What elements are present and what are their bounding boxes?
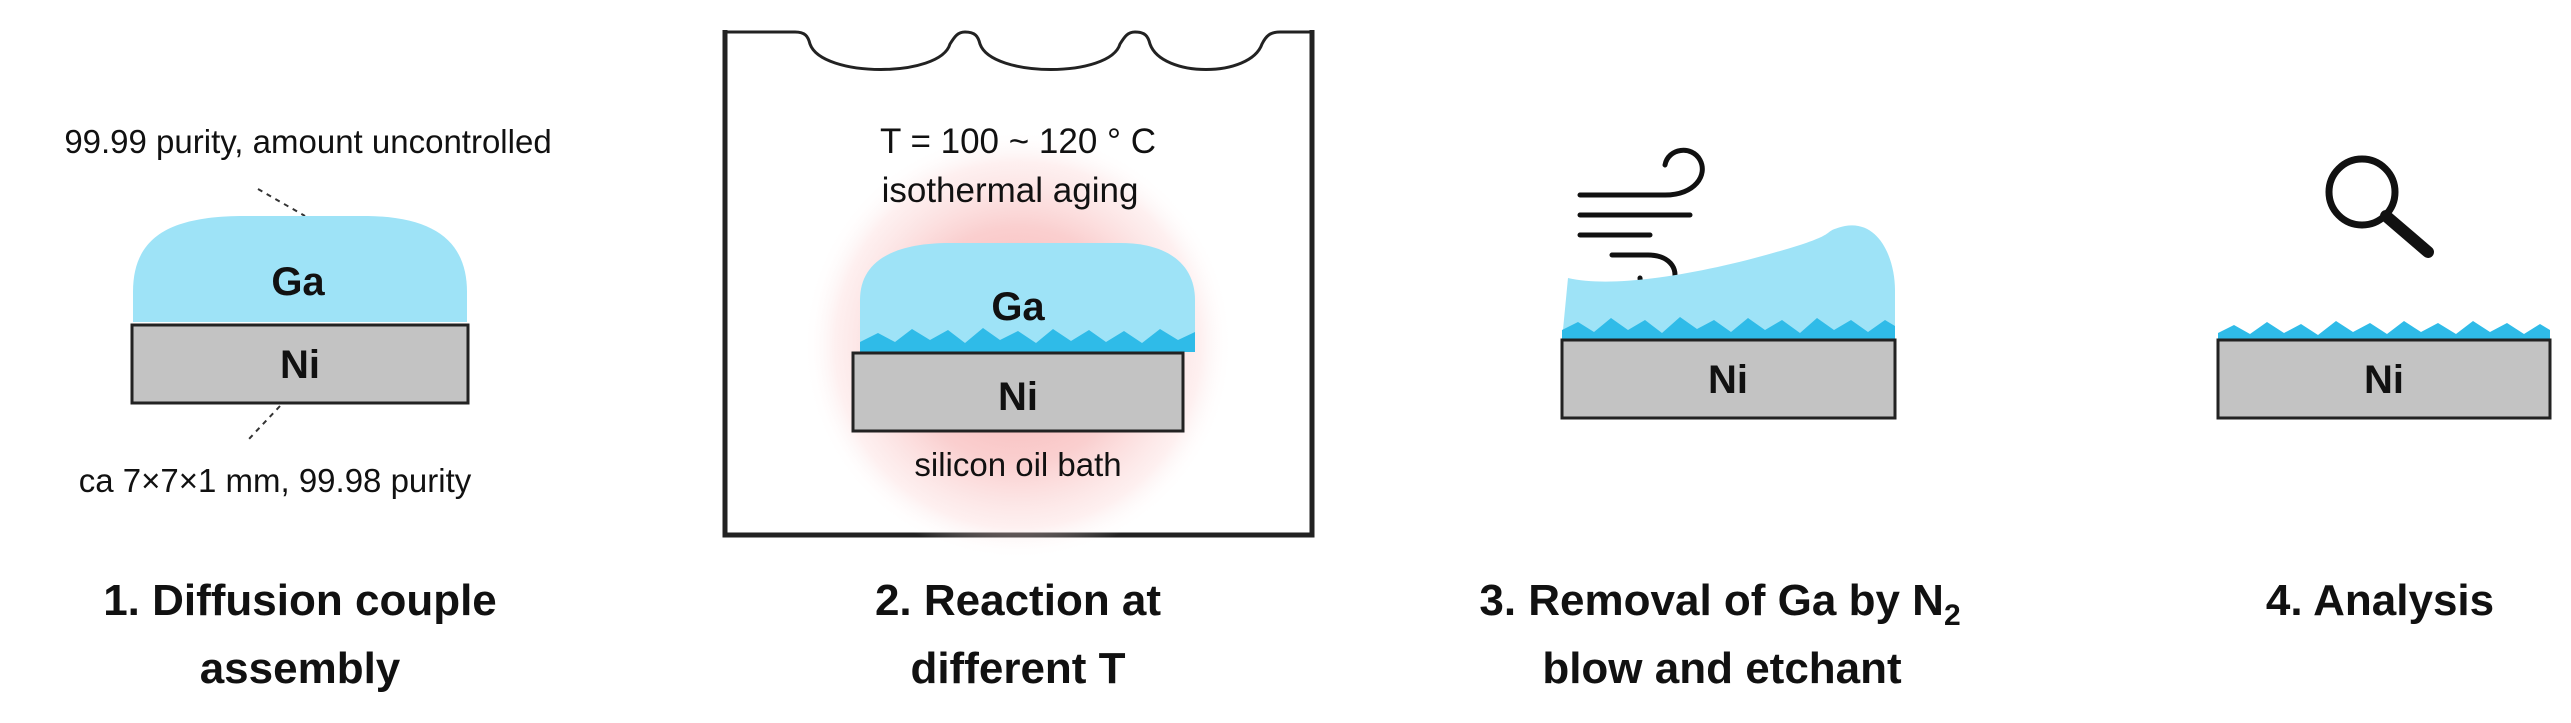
magnifier-icon [2325,155,2434,258]
step4-ni-label: Ni [2364,358,2404,402]
step1-note-top-leader [257,188,306,217]
step1-nickel-substrate [130,323,470,405]
step3-caption-line1: 3. Removal of Ga by N2 [1479,576,1960,632]
step2-nickel-substrate [851,351,1185,433]
step4-reaction-layer [2218,321,2550,340]
step3-ni-label: Ni [1708,358,1748,402]
step4-nickel-substrate [2216,338,2552,420]
step1-ni-label: Ni [280,343,320,387]
step3-caption-line2: blow and etchant [1542,644,1902,693]
step1-note-bottom: ca 7×7×1 mm, 99.98 purity [79,462,472,499]
step3-caption-prefix: 3. Removal of Ga by N [1479,576,1944,625]
step1-note-bottom-leader [247,405,281,441]
step4-caption-line1: 4. Analysis [2266,576,2494,625]
wind-icon [1577,148,1705,296]
step2-reaction-layer [860,328,1195,352]
step1-note-top: 99.99 purity, amount uncontrolled [64,123,551,160]
step2-reaction: T = 100 ~ 120 ° C isothermal aging Ga Ni… [722,30,1315,693]
step3-caption-subscript: 2 [1944,599,1961,632]
step1-ga-label: Ga [271,260,325,304]
step1-caption-line1: 1. Diffusion couple [103,576,497,625]
step2-process: isothermal aging [882,171,1139,210]
step1-diffusion-couple: 99.99 purity, amount uncontrolled Ga Ni … [64,123,551,693]
step3-nickel-substrate [1560,338,1897,420]
step2-bath-label: silicon oil bath [914,446,1121,483]
step3-reaction-layer [1562,317,1895,340]
step2-caption-line2: different T [910,644,1125,693]
step2-bath-surface [727,30,1310,71]
step2-ni-label: Ni [998,375,1038,419]
step2-caption-line1: 2. Reaction at [875,576,1161,625]
step1-caption-line2: assembly [200,644,401,693]
step3-residual-gallium [1562,225,1895,340]
step1-gallium-droplet [133,216,467,322]
step2-gallium-droplet [860,243,1195,350]
step4-analysis: Ni 4. Analysis [2216,155,2552,625]
step3-removal: Ni 3. Removal of Ga by N2 blow and etcha… [1479,148,1961,693]
step2-ga-label: Ga [991,285,1045,329]
step2-temperature: T = 100 ~ 120 ° C [880,122,1156,161]
